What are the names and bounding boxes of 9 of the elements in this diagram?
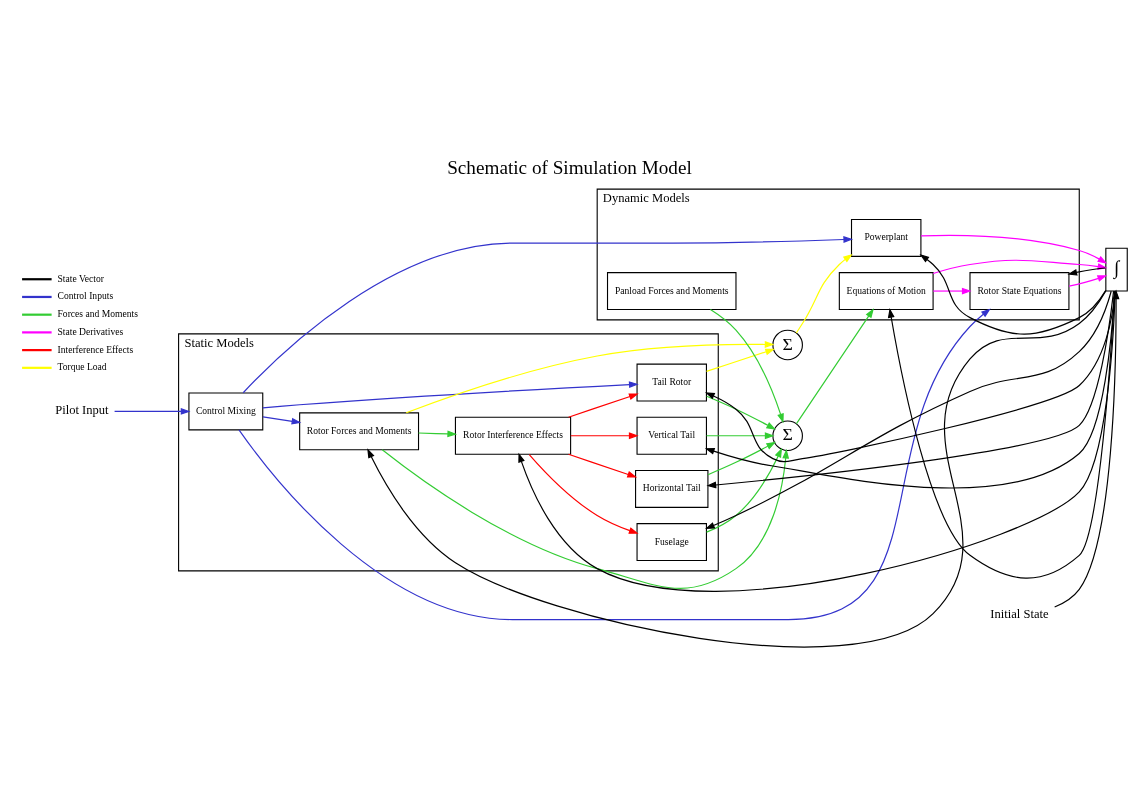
- legend-label: Forces and Moments: [57, 308, 138, 320]
- legend-label: State Vector: [57, 272, 104, 284]
- legend-label: Torque Load: [57, 361, 107, 373]
- diagram-title: Schematic of Simulation Model: [447, 157, 692, 179]
- legend-label: Control Inputs: [57, 290, 114, 302]
- node-text: Initial State: [990, 607, 1049, 622]
- legend-label: Interference Effects: [57, 343, 134, 355]
- node-text: Pilot Input: [55, 403, 109, 418]
- legend-label: State Derivatives: [57, 325, 124, 337]
